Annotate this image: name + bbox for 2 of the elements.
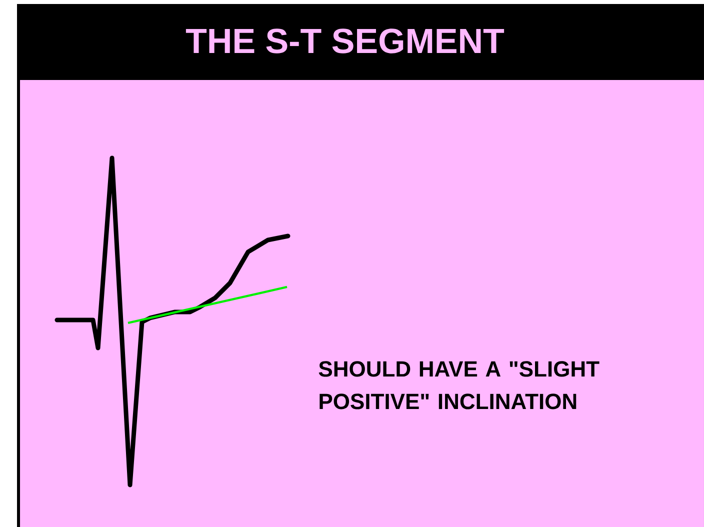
note-text: SHOULD HAVE A "SLIGHT POSITIVE" INCLINATION <box>318 361 600 410</box>
title: THE S-T SEGMENT <box>186 28 504 54</box>
